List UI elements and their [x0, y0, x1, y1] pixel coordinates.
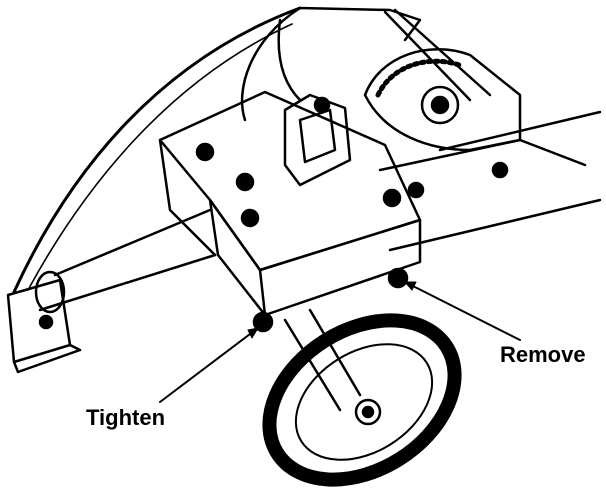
frame-bolt-1 — [407, 181, 425, 199]
remove-leader-arrow — [404, 281, 417, 291]
left-tube-top — [53, 208, 212, 277]
bracket-bolt-3 — [240, 208, 260, 228]
bracket-bolt-4 — [382, 188, 402, 208]
bracket-left-flange — [158, 138, 217, 257]
gear-teeth — [375, 58, 465, 98]
frame-bolt-2 — [491, 161, 509, 179]
wheel-strut — [283, 308, 362, 412]
wheel-hub — [354, 398, 382, 426]
bracket-bolt-2 — [235, 172, 255, 192]
wheel-rim — [294, 343, 434, 461]
curved-cable-inner — [27, 23, 293, 291]
right-frame-rail — [378, 110, 602, 252]
remove-bolt — [387, 267, 409, 289]
adjust-block-inner — [298, 108, 337, 164]
upper-frame-tube — [383, 8, 492, 102]
pulley-hub — [420, 85, 460, 125]
remove-leader-line — [404, 281, 521, 341]
wheel-tire-outer — [262, 313, 462, 487]
clamp-bolt — [38, 314, 54, 330]
tighten-callout-label: Tighten — [86, 405, 166, 430]
tighten-leader-arrow — [247, 327, 259, 339]
left-tube-bottom — [38, 253, 217, 312]
tighten-leader-line — [159, 327, 259, 403]
left-clamp — [6, 278, 82, 374]
pulley-hub-center — [430, 95, 450, 115]
adjust-block — [283, 93, 352, 187]
wheel-hub-center — [361, 405, 375, 419]
left-tube-end — [34, 270, 66, 314]
bracket-bolt-1 — [195, 142, 215, 162]
remove-callout-label: Remove — [500, 342, 586, 367]
gear-housing — [363, 48, 522, 152]
adjust-pin — [313, 96, 331, 114]
curved-cable — [12, 6, 302, 294]
bracket-side — [258, 218, 422, 317]
tighten-bolt — [252, 311, 274, 333]
upper-frame — [240, 6, 422, 122]
